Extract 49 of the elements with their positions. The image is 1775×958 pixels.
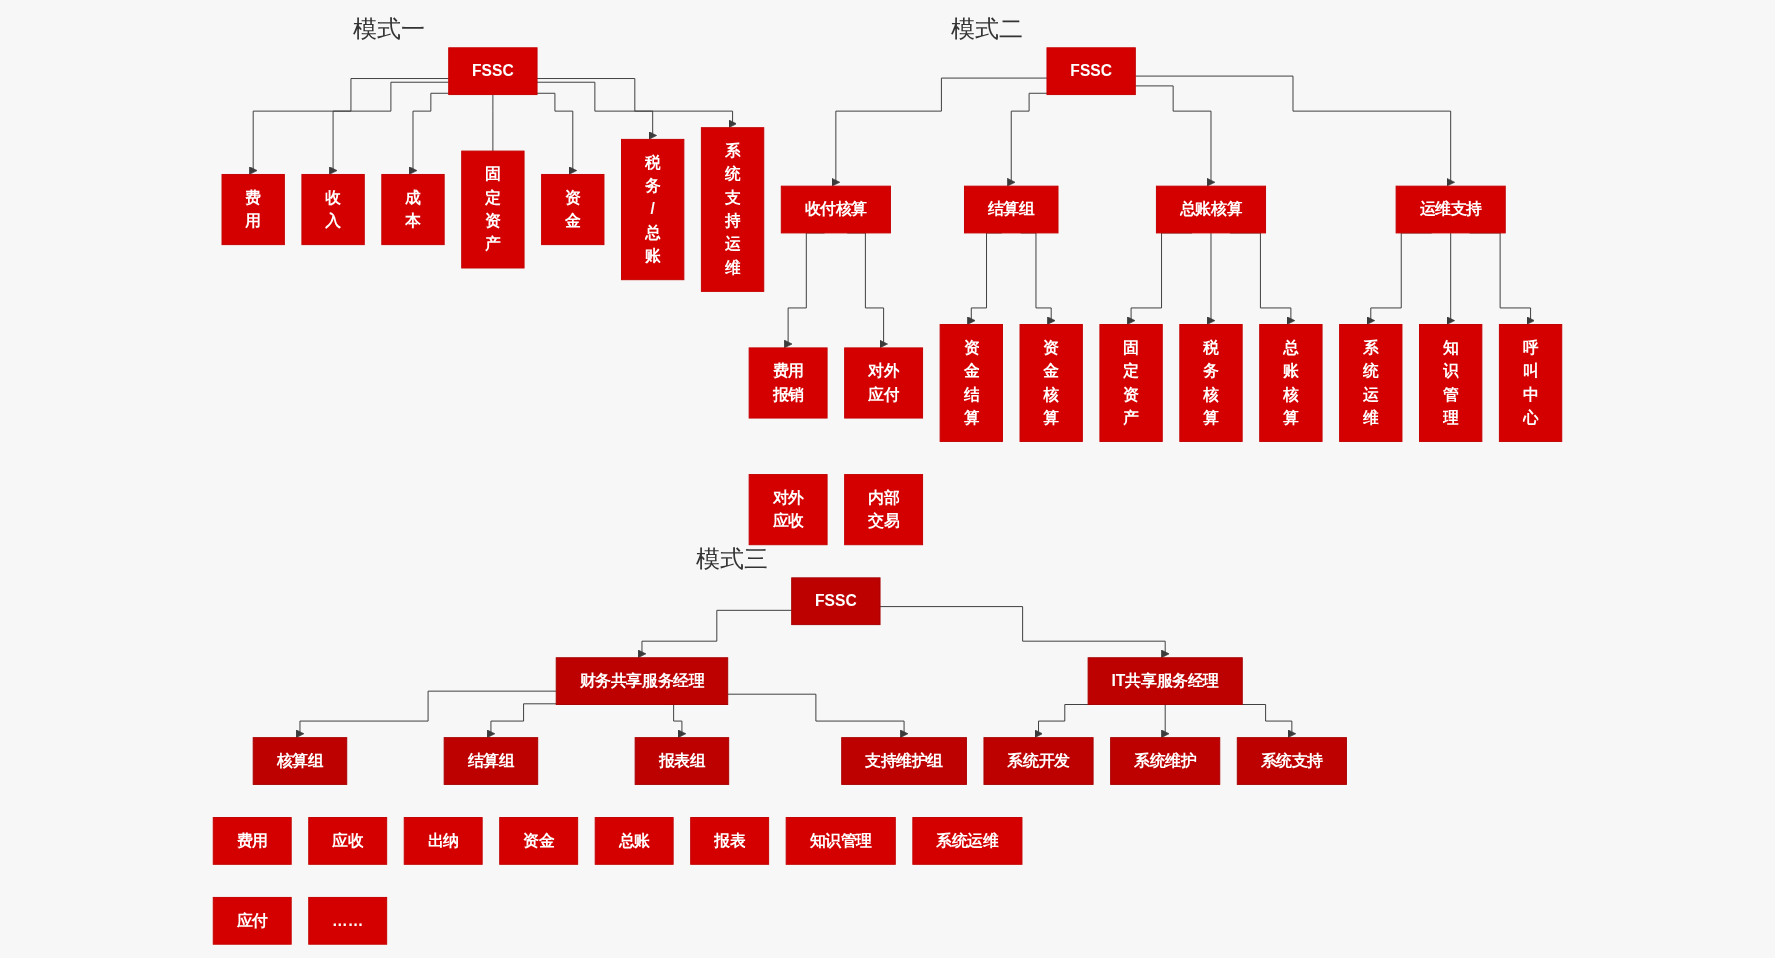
node-box: 报表	[690, 817, 770, 865]
node-box: 支持维护组	[841, 737, 967, 785]
node-box: 出纳	[403, 817, 483, 865]
node-box: 总账	[594, 817, 674, 865]
node-box: 费用	[221, 173, 285, 246]
node-box: 系统开发	[983, 737, 1094, 785]
node-box: 知识管理	[785, 817, 896, 865]
node-box: 应付	[212, 896, 292, 945]
node-box: 总账核算	[1155, 185, 1267, 234]
node-box: 资金核算	[1019, 324, 1083, 442]
node-box: 固定资产	[1099, 324, 1163, 442]
section-label: 模式三	[695, 544, 768, 574]
node-box: IT共享服务经理	[1087, 657, 1243, 705]
node-box: 报表组	[634, 737, 730, 785]
node-box: 收付核算	[780, 185, 891, 234]
node-box: 资金	[499, 817, 579, 865]
node-box: 呼叫中心	[1498, 324, 1563, 442]
node-box: 系统支持运维	[700, 127, 765, 292]
node-box: 对外应收	[748, 474, 828, 546]
node-box: 固定资产	[461, 150, 525, 269]
section-label: 模式一	[352, 14, 425, 44]
node-box: 资金	[541, 173, 605, 246]
node-box: FSSC	[791, 577, 881, 626]
node-box: FSSC	[1046, 47, 1136, 96]
node-box: ……	[308, 896, 388, 945]
node-box: 系统维护	[1110, 737, 1221, 785]
node-box: 费用	[212, 817, 292, 865]
node-box: 费用报销	[748, 347, 828, 419]
node-box: 系统运维	[912, 817, 1023, 865]
node-box: 总账核算	[1259, 324, 1323, 442]
node-box: 税务/总账	[621, 138, 685, 281]
node-box: 系统支持	[1236, 737, 1347, 785]
node-box: 税务核算	[1179, 324, 1243, 442]
node-box: 结算组	[964, 185, 1059, 234]
node-box: 系统运维	[1339, 324, 1403, 442]
node-box: 结算组	[443, 737, 539, 785]
node-box: 内部交易	[844, 474, 924, 546]
node-box: FSSC	[448, 47, 538, 96]
node-box: 对外应付	[844, 347, 924, 419]
node-box: 收入	[301, 173, 365, 246]
section-label: 模式二	[950, 14, 1023, 44]
node-box: 运维支持	[1395, 185, 1506, 234]
node-box: 成本	[381, 173, 445, 246]
node-box: 财务共享服务经理	[555, 657, 729, 705]
node-box: 核算组	[252, 737, 348, 785]
node-box: 知识管理	[1419, 324, 1483, 442]
connector	[492, 94, 494, 152]
node-box: 应收	[308, 817, 388, 865]
node-box: 资金结算	[939, 324, 1003, 442]
